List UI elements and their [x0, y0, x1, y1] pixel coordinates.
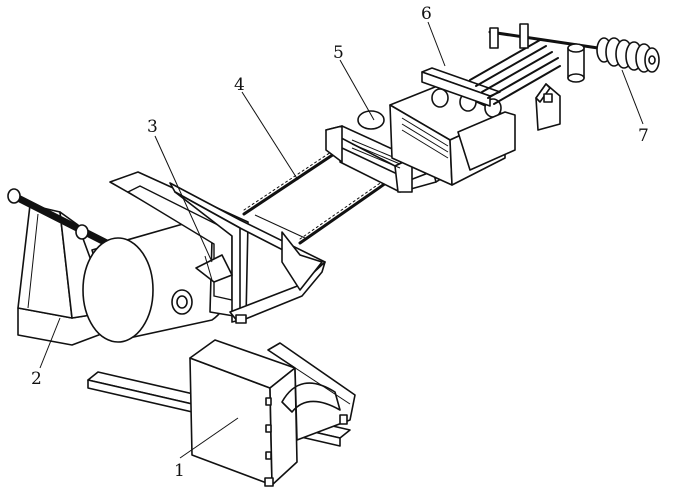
- main-drive-block: [389, 84, 516, 186]
- leader-3: [154, 135, 213, 263]
- callout-2: 2: [31, 369, 42, 389]
- part-6-guide-rails: [421, 23, 600, 107]
- callout-4: 4: [234, 75, 245, 95]
- material-roll: [82, 220, 234, 343]
- part-4-conveyor: [242, 145, 398, 245]
- part-3-guide-frame: [109, 171, 326, 324]
- leader-7: [621, 69, 644, 125]
- callout-1: 1: [174, 461, 185, 481]
- sensor-housing: [535, 83, 561, 131]
- leader-lines: [39, 21, 644, 459]
- callout-6: 6: [421, 4, 432, 24]
- leader-5: [339, 59, 375, 121]
- leader-4: [241, 91, 299, 181]
- callout-labels: 1 2 3 4 5 6 7: [31, 4, 649, 481]
- callout-3: 3: [147, 117, 158, 137]
- drive-gears: [401, 88, 502, 159]
- leader-1: [179, 417, 239, 459]
- part-7-rewind-reel: [596, 37, 660, 73]
- part-1-frame: [87, 339, 356, 487]
- leader-6: [427, 21, 446, 67]
- callout-5: 5: [333, 43, 344, 63]
- leader-2: [39, 317, 61, 369]
- callout-7: 7: [638, 126, 649, 146]
